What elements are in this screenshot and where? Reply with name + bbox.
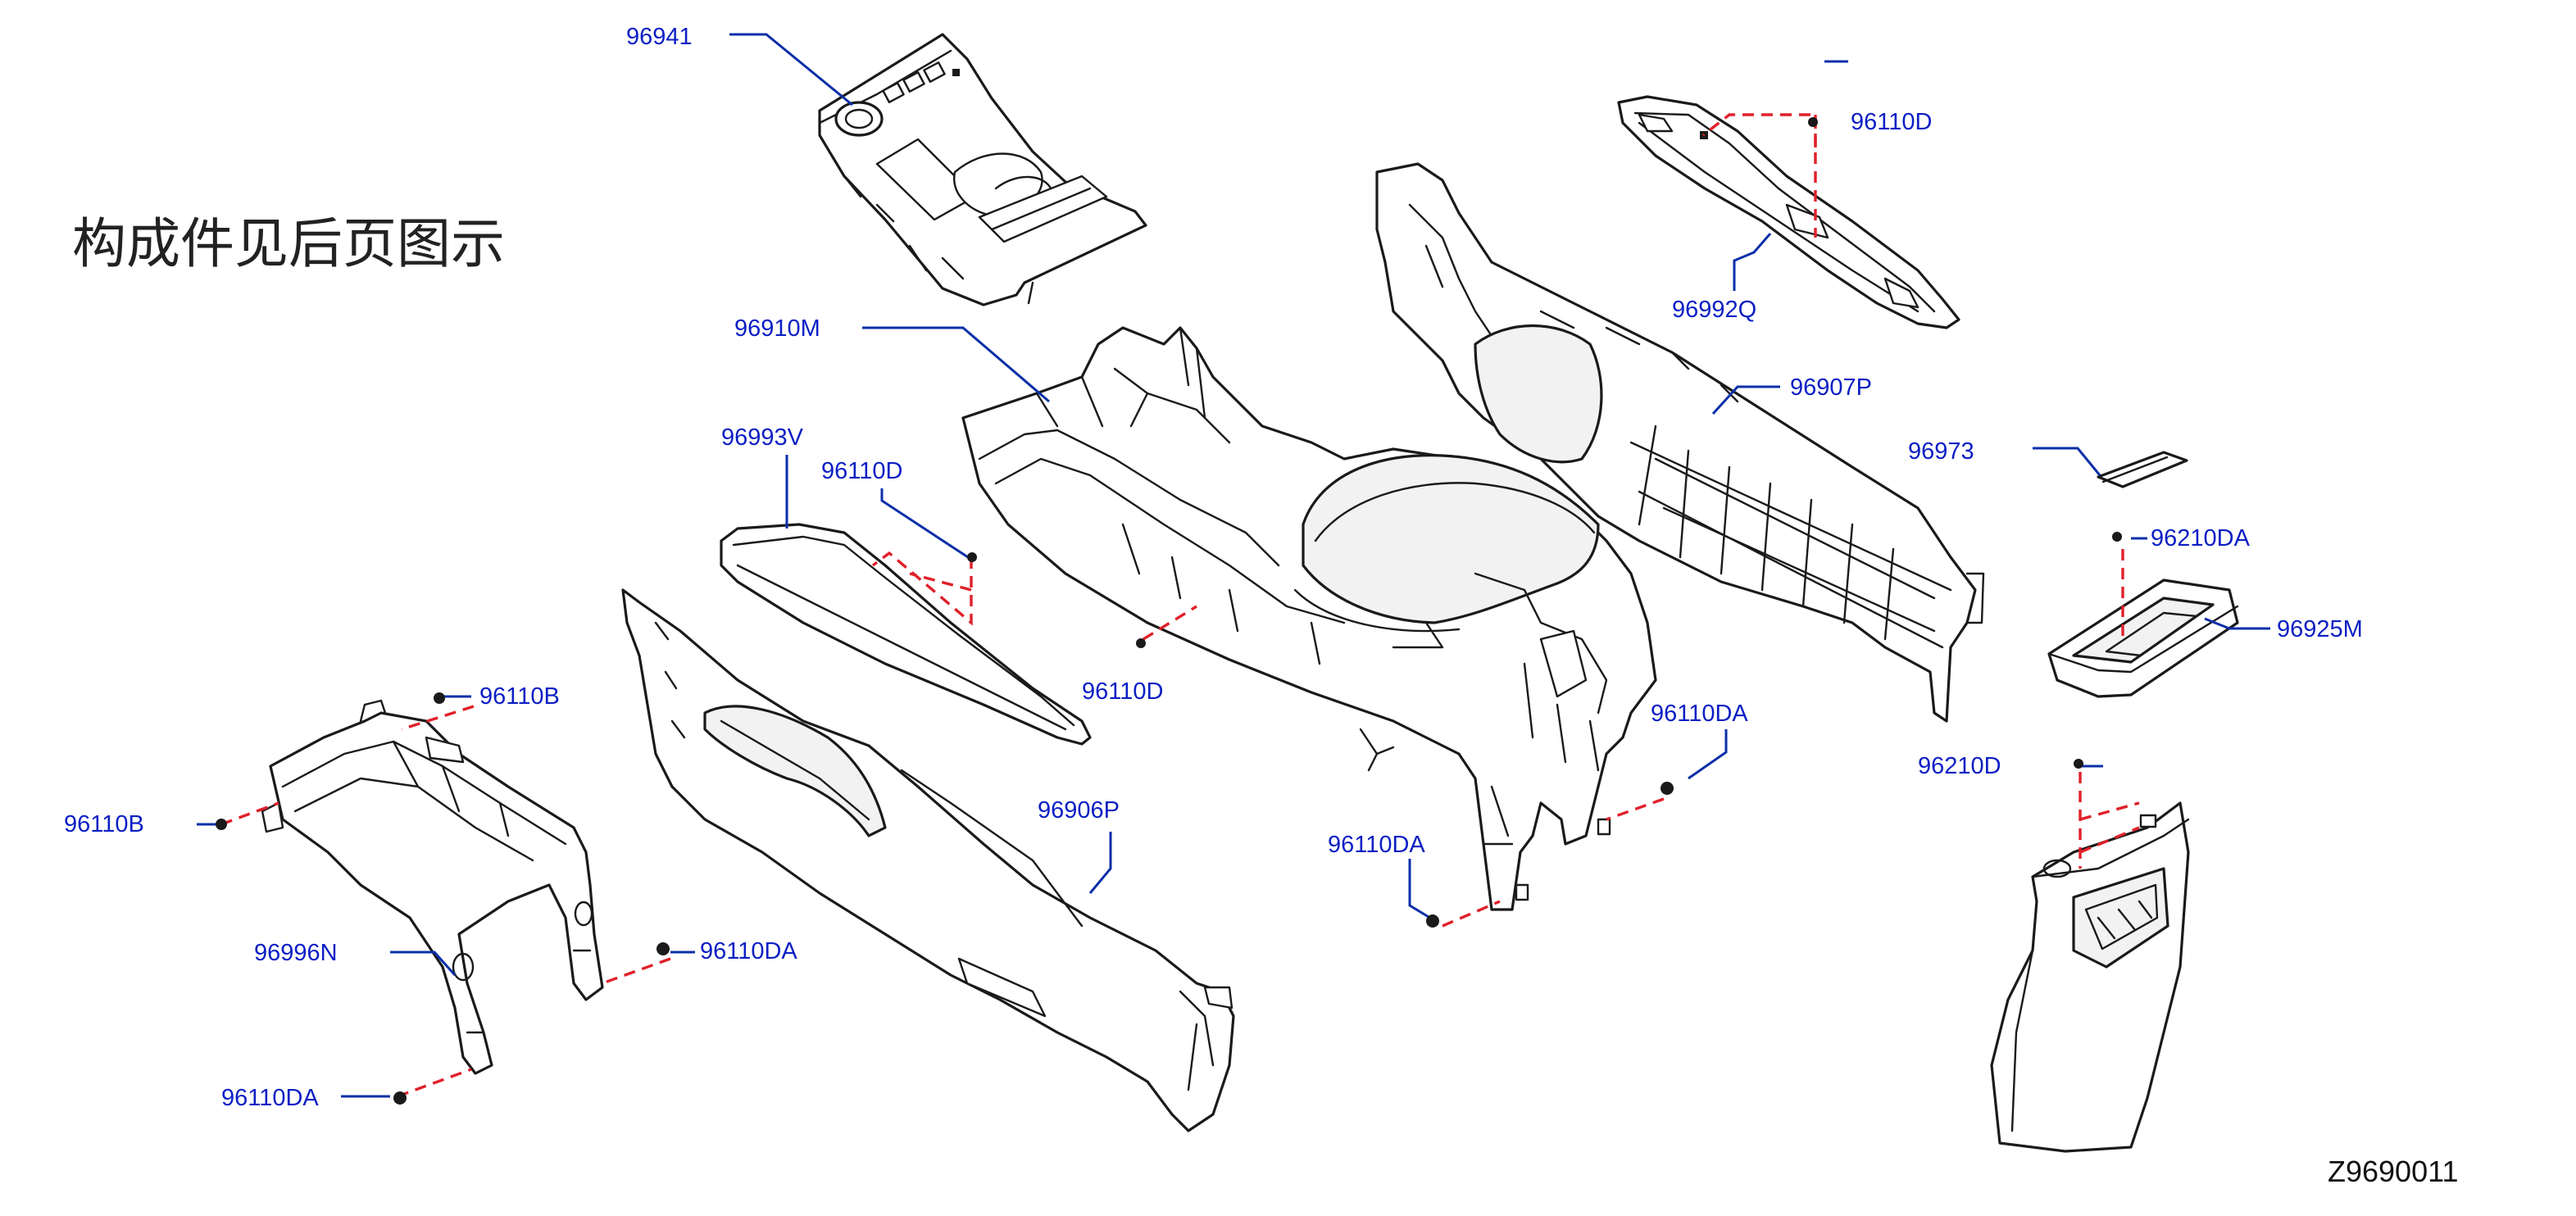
screws <box>216 117 2122 1105</box>
screw-96110DA-right <box>1661 782 1674 795</box>
part-96996N-bracket <box>261 699 604 1075</box>
label-96992Q[interactable]: 96992Q <box>1672 297 1756 323</box>
label-96993V[interactable]: 96993V <box>721 424 804 451</box>
label-96210DA[interactable]: 96210DA <box>2151 525 2251 551</box>
screw-96110D-center <box>967 552 977 562</box>
part-labels: 96941 96910M 96993V 96110D 96110D 96110D… <box>64 24 2363 1111</box>
label-96907P[interactable]: 96907P <box>1790 374 1872 401</box>
screw-96110DA-mid-left <box>656 942 670 955</box>
label-96110D-center[interactable]: 96110D <box>1082 678 1163 705</box>
screw-96110DA-center-bottom <box>1426 914 1439 928</box>
label-96210D[interactable]: 96210D <box>1918 753 2001 779</box>
part-96973-pad <box>2097 451 2188 488</box>
screw-96210DA <box>2112 532 2122 542</box>
label-96110DA-mid-left[interactable]: 96110DA <box>700 938 797 964</box>
leader-lines <box>197 33 2270 1098</box>
part-96910M-console-body <box>961 326 1657 911</box>
label-96110DA-right[interactable]: 96110DA <box>1651 701 1748 727</box>
label-96973[interactable]: 96973 <box>1908 438 1974 465</box>
screw-96110DA-bottom-left <box>393 1091 407 1105</box>
label-96996N[interactable]: 96996N <box>254 940 338 966</box>
part-96941-shifter-trim <box>818 33 1147 306</box>
label-96110DA-center[interactable]: 96110DA <box>1328 832 1425 858</box>
part-96906P-side-panel <box>621 588 1235 1132</box>
label-96110D-top-right[interactable]: 96110D <box>1851 109 1932 135</box>
screw-96110B-top <box>434 692 445 704</box>
label-96941[interactable]: 96941 <box>626 24 693 50</box>
note-text: 构成件见后页图示 <box>72 212 505 275</box>
screw-96110D-lower <box>1136 638 1146 648</box>
screw-96110D-top-right <box>1808 117 1818 127</box>
label-96110B-left[interactable]: 96110B <box>64 811 144 837</box>
drawing-code: Z9690011 <box>2328 1155 2458 1188</box>
label-96110DA-bottom-left[interactable]: 96110DA <box>221 1085 319 1111</box>
label-96110D-upper[interactable]: 96110D <box>821 458 902 484</box>
part-rear-console-end <box>1990 801 2190 1153</box>
part-96992Q-finisher <box>1617 95 1960 329</box>
part-96993V-finisher <box>720 523 1092 746</box>
fastener-dash-lines <box>220 113 2140 1098</box>
part-96925M-tray <box>2047 579 2239 698</box>
part-96907P-side-panel <box>1375 162 1985 723</box>
label-96910M[interactable]: 96910M <box>734 315 820 342</box>
screw-96210D <box>2074 759 2083 769</box>
screw-96110B-left <box>216 819 227 830</box>
label-96906P[interactable]: 96906P <box>1038 797 1120 824</box>
label-96110B-top[interactable]: 96110B <box>479 683 560 710</box>
label-96925M[interactable]: 96925M <box>2277 616 2363 642</box>
